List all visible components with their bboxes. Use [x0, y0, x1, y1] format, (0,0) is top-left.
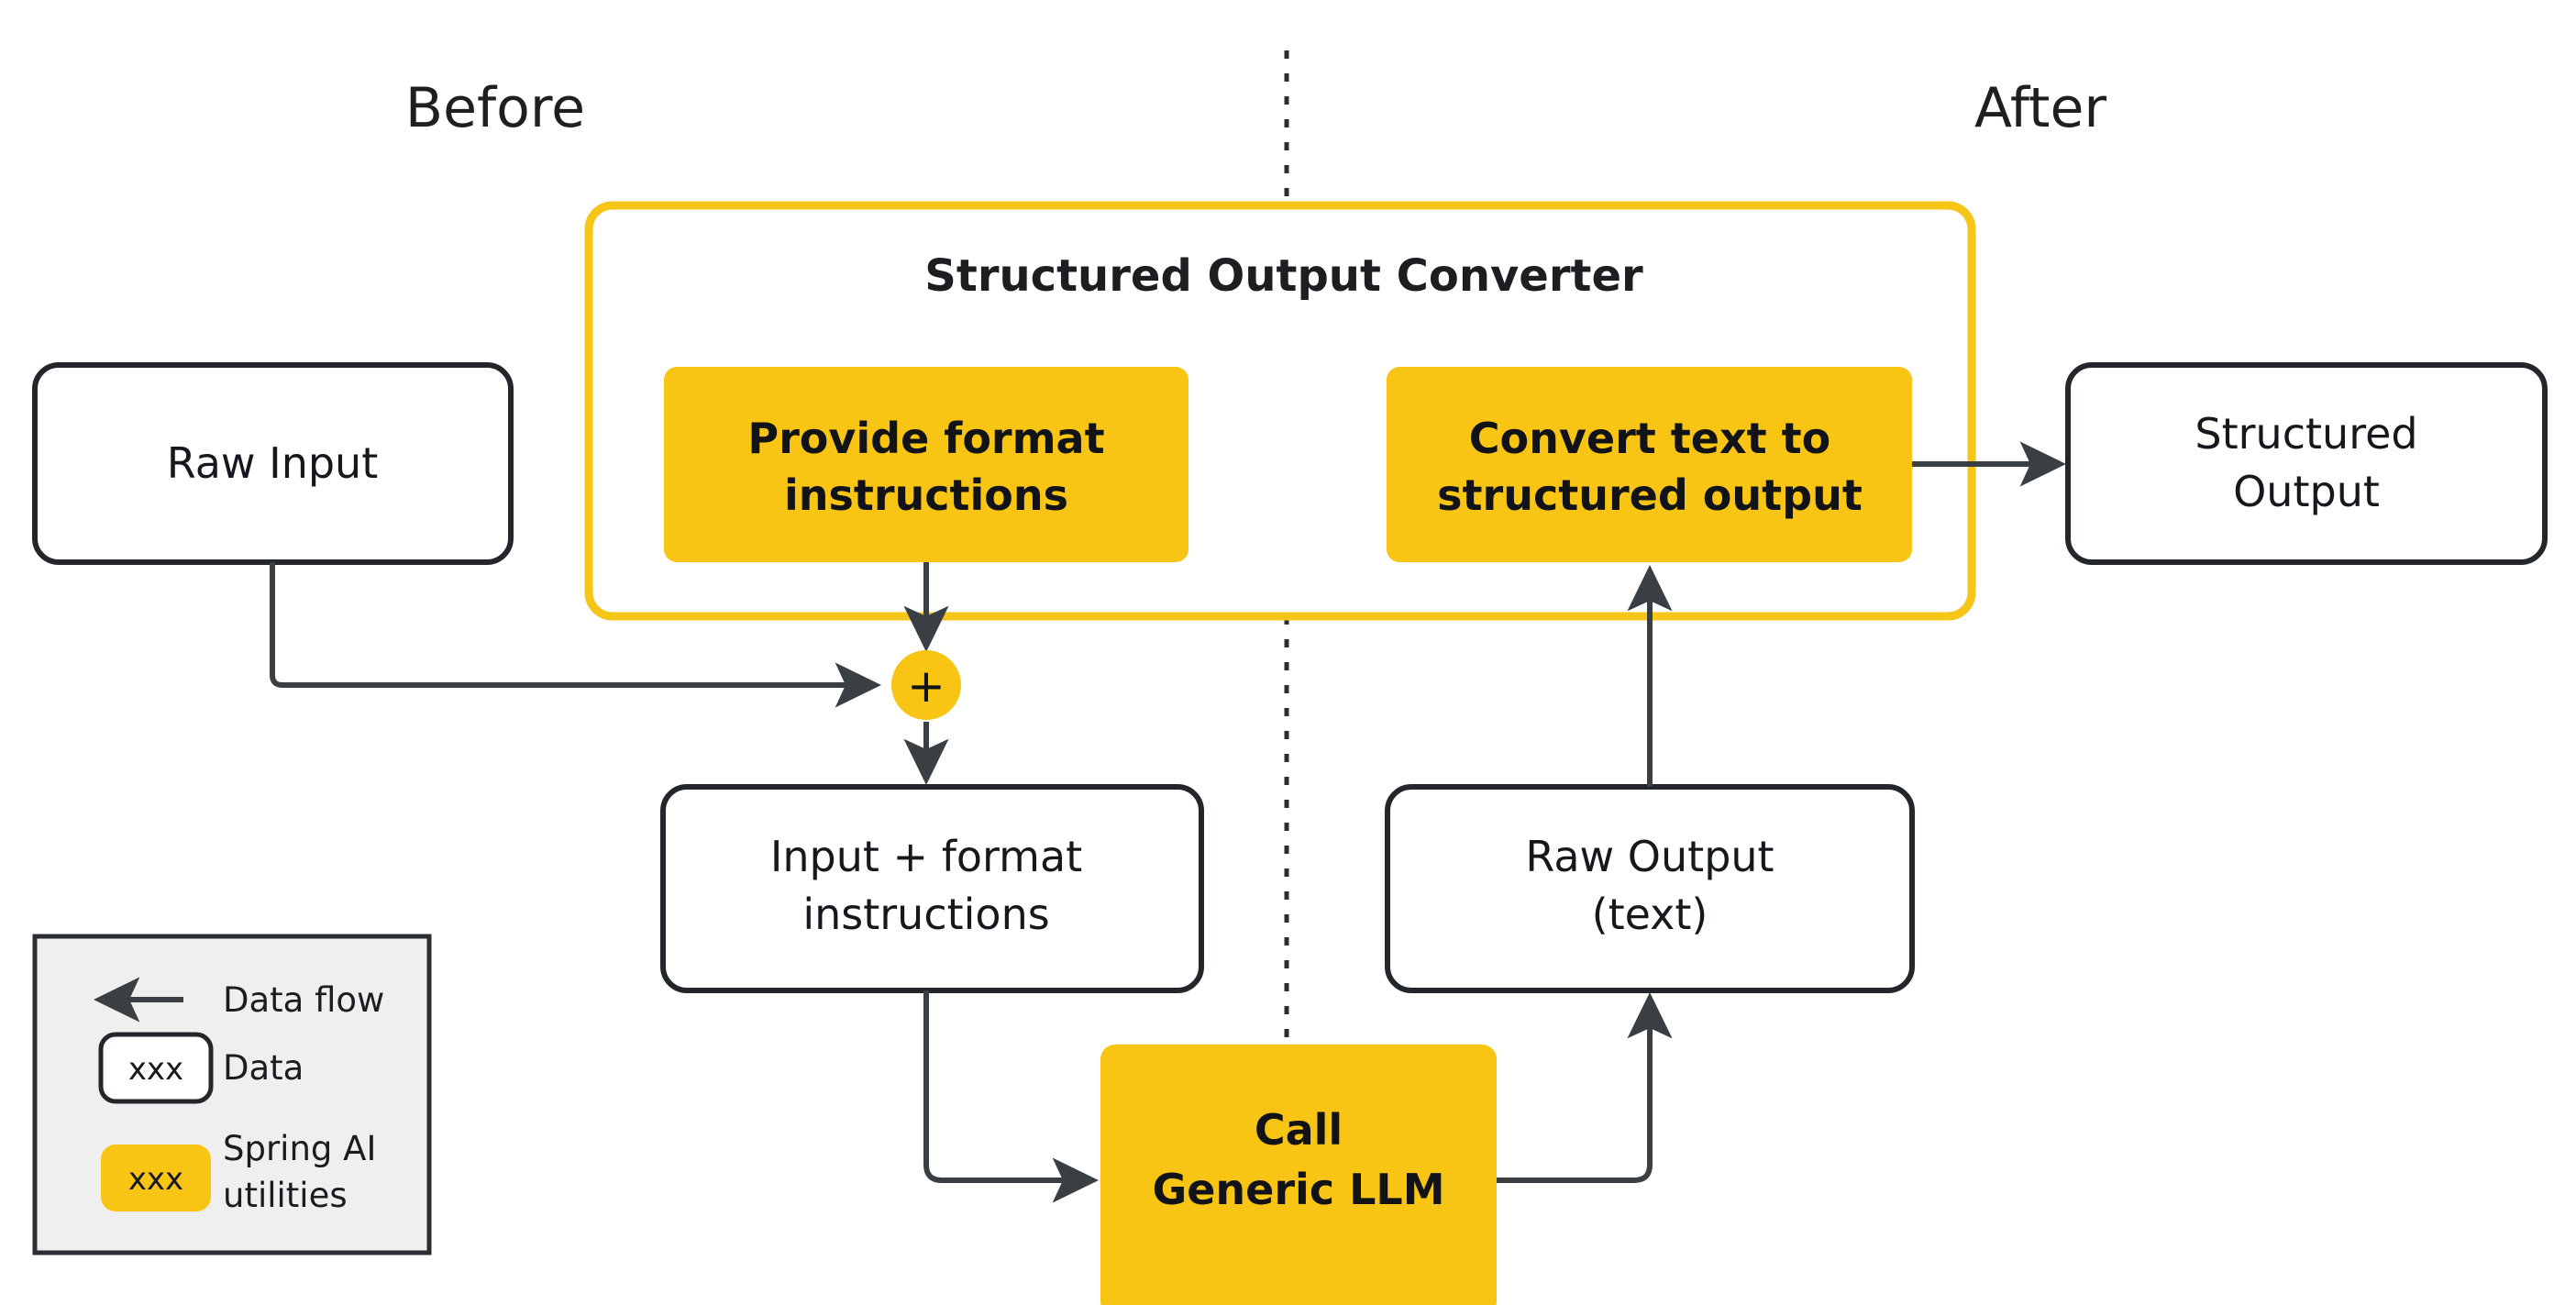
structured-output-converter-title: Structured Output Converter	[924, 250, 1643, 302]
yellow-rounded-box-icon	[101, 1145, 211, 1211]
raw-output-label-line1: Raw Output	[1525, 832, 1774, 881]
white-rounded-box-icon	[98, 1032, 214, 1104]
flow-call-llm-to-raw-output	[1497, 992, 1673, 1183]
call-generic-llm-box	[1100, 1045, 1497, 1305]
legend-panel: Data flow xxx Data xxx Spring AI utiliti…	[32, 934, 432, 1255]
merge-junction-circle	[891, 650, 961, 720]
section-title-after: After	[1974, 76, 2106, 140]
legend-item-data: xxx Data	[98, 1032, 304, 1104]
structured-output-converter-group[interactable]: Structured Output Converter	[584, 201, 1976, 621]
structured-output-label-line2: Output	[2233, 467, 2380, 516]
raw-input-label: Raw Input	[167, 438, 379, 488]
structured-output-node[interactable]: Structured Output	[2065, 362, 2548, 565]
convert-text-label-line1: Convert text to	[1469, 414, 1830, 463]
convert-text-to-structured-output-box	[1387, 367, 1912, 562]
section-title-before: Before	[405, 76, 585, 140]
provide-format-instructions-label-line1: Provide format	[747, 414, 1104, 463]
raw-output-box	[1385, 784, 1915, 993]
legend-item-spring-ai-utilities: xxx Spring AI utilities	[101, 1129, 376, 1215]
call-generic-llm-label-line1: Call	[1255, 1105, 1343, 1155]
convert-text-label-line2: structured output	[1437, 470, 1863, 520]
flow-raw-input-to-merge	[270, 562, 881, 708]
convert-text-to-structured-output-node[interactable]: Convert text to structured output	[1387, 367, 1912, 562]
legend-label-utilities-line2: utilities	[223, 1176, 348, 1215]
structured-output-converter-boundary	[584, 201, 1976, 621]
raw-output-label-line2: (text)	[1592, 890, 1708, 939]
legend-item-data-flow: Data flow	[94, 977, 384, 1023]
flow-input-to-call-llm	[923, 990, 1099, 1203]
legend-label-data-flow: Data flow	[223, 980, 384, 1020]
legend-chip-text-data: xxx	[128, 1051, 183, 1088]
input-plus-format-label-line2: instructions	[802, 890, 1049, 939]
provide-format-instructions-box	[664, 367, 1188, 562]
input-plus-format-instructions-node[interactable]: Input + format instructions	[660, 784, 1204, 993]
structured-output-box	[2065, 362, 2548, 565]
call-generic-llm-label-line2: Generic LLM	[1152, 1165, 1444, 1214]
structured-output-label-line1: Structured	[2195, 409, 2417, 459]
merge-junction[interactable]: +	[891, 650, 961, 720]
call-generic-llm-node[interactable]: Call Generic LLM	[1100, 1045, 1497, 1305]
legend-label-utilities-line1: Spring AI	[223, 1129, 376, 1168]
input-plus-format-instructions-box	[660, 784, 1204, 993]
legend-label-data: Data	[223, 1048, 304, 1088]
raw-input-node[interactable]: Raw Input	[32, 362, 514, 565]
merge-junction-label: +	[907, 659, 945, 713]
legend-chip-text-utilities: xxx	[128, 1161, 183, 1198]
provide-format-instructions-node[interactable]: Provide format instructions	[664, 367, 1188, 562]
provide-format-instructions-label-line2: instructions	[784, 470, 1068, 520]
raw-output-node[interactable]: Raw Output (text)	[1385, 784, 1915, 993]
input-plus-format-label-line1: Input + format	[770, 832, 1082, 881]
